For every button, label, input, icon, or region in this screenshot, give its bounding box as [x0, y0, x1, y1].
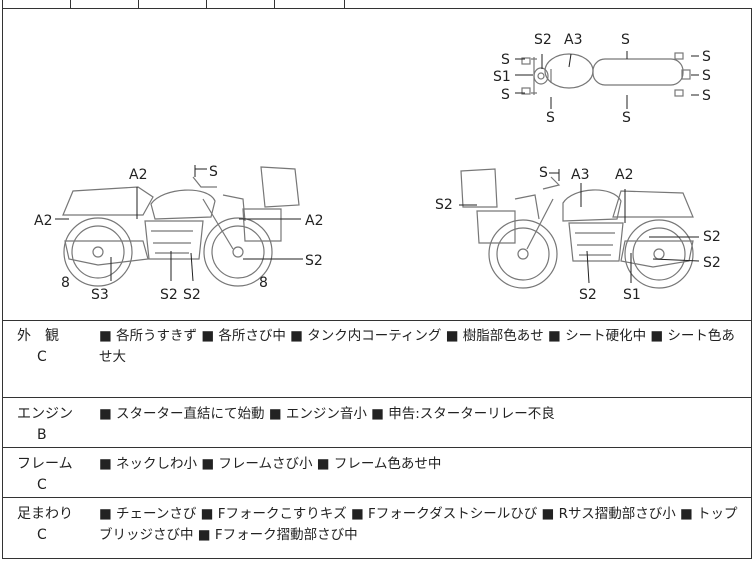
- label-left-8-rear: 8: [61, 275, 70, 291]
- label-top-s: S: [501, 52, 510, 68]
- right-view-leaders: [459, 169, 700, 284]
- left-view-leaders: [55, 165, 303, 282]
- label-top-s: S: [546, 110, 555, 126]
- label-top-s: S: [622, 110, 631, 126]
- label-top-s: S: [702, 68, 711, 84]
- label-top-s2: S2: [534, 32, 552, 48]
- row-engine: エンジン B ■ スターター直結にて始動 ■ エンジン音小 ■ 申告:スターター…: [3, 398, 751, 448]
- category-grade: B: [37, 427, 47, 443]
- label-right-s1: S1: [623, 287, 641, 303]
- category-name: 外 観: [17, 328, 59, 344]
- label-left-s2-engine: S2: [160, 287, 178, 303]
- previous-table-edge: [0, 0, 755, 8]
- label-right-s2-bag: S2: [435, 197, 453, 213]
- row-suspension: 足まわり C ■ チェーンさび ■ Fフォークこすりキズ ■ Fフォークダストシ…: [3, 498, 751, 560]
- row-frame: フレーム C ■ ネックしわ小 ■ フレームさび小 ■ フレーム色あせ中: [3, 448, 751, 498]
- top-view-leaders: [515, 51, 699, 109]
- label-left-s2-wheel: S2: [305, 253, 323, 269]
- label-right-s-handle: S: [539, 165, 548, 181]
- label-left-a2-front: A2: [305, 213, 323, 229]
- label-top-s: S: [501, 87, 510, 103]
- label-right-s2-front-lower: S2: [703, 255, 721, 271]
- condition-report: S2 A3 S S S1 S S S S S S: [2, 8, 752, 559]
- label-left-s3: S3: [91, 287, 109, 303]
- row-exterior: 外 観 C ■ 各所うすきず ■ 各所さび中 ■ タンク内コーティング ■ 樹脂…: [3, 320, 751, 398]
- category-cell: フレーム C: [17, 454, 73, 496]
- label-left-a2-rear: A2: [34, 213, 52, 229]
- category-cell: 足まわり C: [17, 504, 73, 546]
- condition-description: ■ スターター直結にて始動 ■ エンジン音小 ■ 申告:スターターリレー不良: [99, 406, 555, 422]
- motorcycle-diagram-svg: S2 A3 S S S1 S S S S S S: [34, 32, 721, 303]
- label-top-s: S: [621, 32, 630, 48]
- category-cell: エンジン B: [17, 404, 73, 446]
- category-grade: C: [37, 349, 47, 365]
- category-name: 足まわり: [17, 506, 73, 522]
- condition-description: ■ 各所うすきず ■ 各所さび中 ■ タンク内コーティング ■ 樹脂部色あせ ■…: [99, 328, 735, 365]
- category-name: フレーム: [17, 456, 73, 472]
- motorcycle-top-view: [521, 52, 691, 97]
- label-left-s2-frame: S2: [183, 287, 201, 303]
- category-grade: C: [37, 477, 47, 493]
- label-left-a2-tank: A2: [129, 167, 147, 183]
- top-view-labels: S2 A3 S S S1 S S S S S S: [493, 32, 711, 126]
- category-name: エンジン: [17, 406, 73, 422]
- label-right-a2: A2: [615, 167, 633, 183]
- label-top-s1: S1: [493, 69, 511, 85]
- motorcycle-right-view: [460, 168, 694, 289]
- label-top-s: S: [702, 88, 711, 104]
- damage-diagram: S2 A3 S S S1 S S S S S S: [3, 9, 751, 321]
- label-right-s2-front-upper: S2: [703, 229, 721, 245]
- condition-description: ■ ネックしわ小 ■ フレームさび小 ■ フレーム色あせ中: [99, 456, 442, 472]
- category-grade: C: [37, 527, 47, 543]
- label-top-a3: A3: [564, 32, 582, 48]
- condition-description: ■ チェーンさび ■ Fフォークこすりキズ ■ Fフォークダストシールひび ■ …: [99, 506, 738, 543]
- label-top-s: S: [702, 49, 711, 65]
- motorcycle-left-view: [62, 166, 300, 287]
- label-right-s2-engine: S2: [579, 287, 597, 303]
- label-left-s-handle: S: [209, 164, 218, 180]
- left-view-labels: A2 S A2 A2 S2 8 8 S3 S2 S2: [34, 164, 323, 303]
- label-left-8-front: 8: [259, 275, 268, 291]
- label-right-a3: A3: [571, 167, 589, 183]
- right-view-labels: S A3 A2 S2 S2 S2 S2 S1: [435, 165, 721, 303]
- category-cell: 外 観 C: [17, 326, 73, 368]
